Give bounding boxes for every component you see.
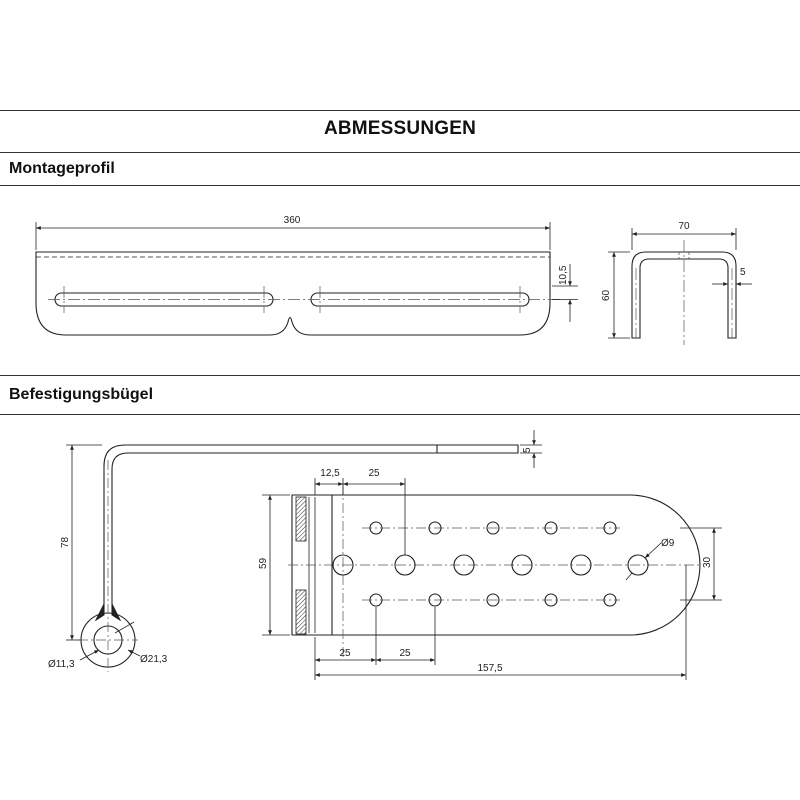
dim-label: 25 [339, 648, 351, 659]
dim-profile-width [631, 228, 737, 250]
dim-bracket-height [66, 444, 102, 641]
dim-plate-height [262, 494, 290, 636]
plate-holes [332, 521, 649, 607]
dim-label: Ø21,3 [140, 654, 168, 665]
dim-label: Ø9 [661, 538, 675, 549]
dim-label: 10,5 [558, 265, 569, 285]
bracket-bend-hatch [295, 496, 316, 635]
profile-center-lines [48, 286, 560, 313]
dim-label: 5 [522, 447, 533, 453]
dim-label: 70 [678, 221, 690, 232]
dim-profile-length [35, 222, 551, 250]
dim-label: 360 [284, 215, 301, 226]
page-title: ABMESSUNGEN [323, 118, 477, 139]
profile-side-hidden [678, 252, 690, 259]
profile-side-center-lines [635, 240, 733, 345]
dim-profile-thickness [712, 278, 752, 290]
dim-plate-bottom [314, 607, 436, 680]
dim-label: 59 [258, 557, 269, 569]
section-divider [0, 375, 800, 376]
dim-plate-length [315, 565, 687, 680]
section-title-montageprofil: Montageprofil [9, 160, 115, 177]
dim-label: 60 [601, 289, 612, 301]
dim-profile-height [608, 251, 630, 339]
dim-label: 25 [399, 648, 411, 659]
dim-label: 30 [702, 556, 713, 568]
title-divider [0, 152, 800, 153]
dim-label: Ø11,3 [48, 659, 75, 670]
dim-perf-dia [625, 542, 662, 581]
dim-label: 12,5 [320, 468, 340, 479]
profile-side-view [631, 251, 737, 339]
profile-front-view [35, 251, 551, 336]
bracket-center-lines [78, 460, 138, 672]
section-title-befestigungsbuegel: Befestigungsbügel [9, 386, 154, 403]
bracket-weld [94, 603, 122, 622]
dim-label: 78 [60, 536, 71, 548]
dim-profile-offset [552, 264, 578, 322]
section-divider [0, 185, 800, 186]
section-divider [0, 414, 800, 415]
dim-plate-top [314, 478, 406, 555]
dim-bracket-thickness [520, 430, 542, 468]
dim-label: 5 [740, 267, 746, 278]
dim-bracket-diameters [79, 621, 141, 661]
dim-label: 157,5 [477, 663, 502, 674]
dim-row-spacing [680, 527, 722, 601]
dim-label: 25 [368, 468, 380, 479]
top-border [0, 110, 800, 111]
